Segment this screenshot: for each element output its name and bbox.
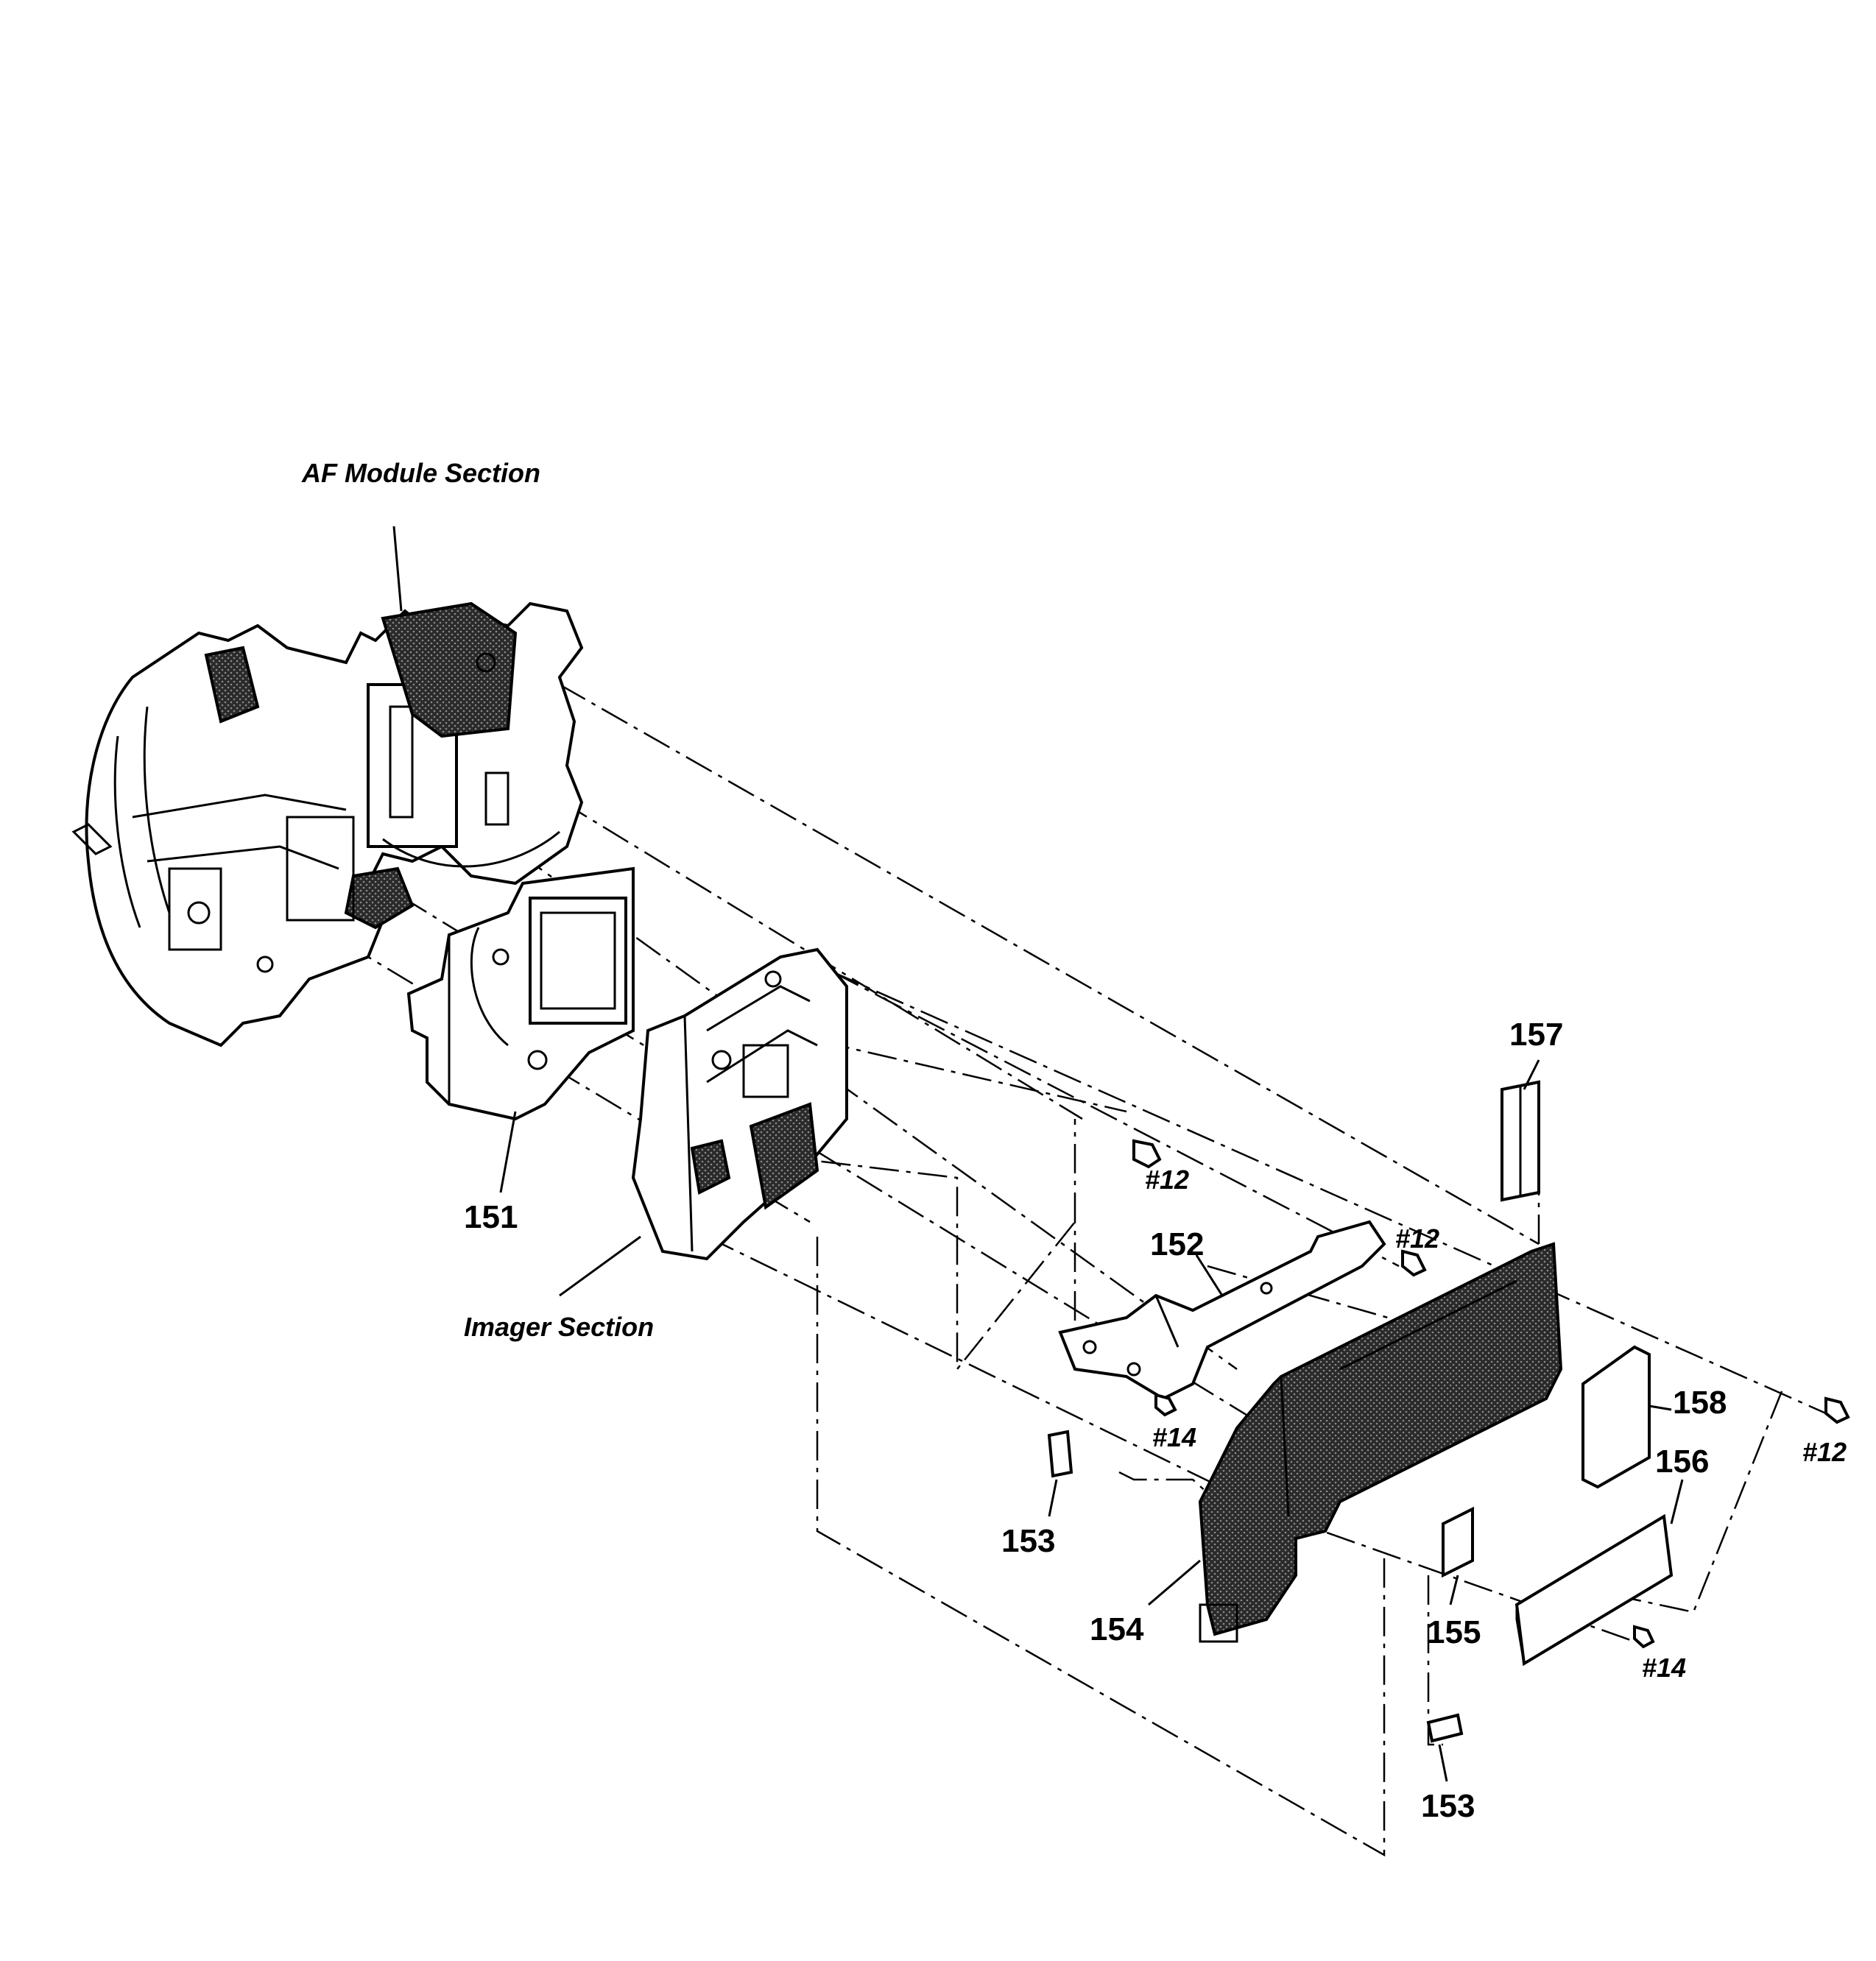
- part-157: [1501, 1080, 1540, 1202]
- callout-154: 154: [1090, 1611, 1144, 1647]
- screw-icon: [1824, 1396, 1850, 1424]
- part-153-b: [1426, 1713, 1464, 1743]
- callout-156: 156: [1655, 1444, 1709, 1480]
- part-155: [1442, 1506, 1474, 1578]
- shutter-unit-151: [406, 866, 635, 1121]
- part-158: [1581, 1345, 1651, 1489]
- callout-158: 158: [1673, 1385, 1727, 1421]
- callout-153-b: 153: [1421, 1788, 1475, 1824]
- part-156: [1514, 1513, 1674, 1667]
- callout-157: 157: [1509, 1017, 1563, 1053]
- screw-label-14-b: #14: [1642, 1653, 1686, 1683]
- callout-151: 151: [464, 1199, 518, 1235]
- screw-label-12-a: #12: [1145, 1165, 1189, 1195]
- camera-body-af-module: [71, 601, 584, 1047]
- imager-section-label: Imager Section: [464, 1312, 654, 1342]
- callout-155: 155: [1427, 1614, 1481, 1650]
- screw-label-12-b: #12: [1395, 1223, 1439, 1254]
- screw-icon: [1401, 1249, 1427, 1277]
- screw-label-14-a: #14: [1152, 1422, 1196, 1452]
- screw-icon: [1132, 1139, 1162, 1169]
- imager-section-frame: [631, 947, 848, 1261]
- main-board-154: [1198, 1242, 1563, 1643]
- callout-152: 152: [1150, 1226, 1204, 1262]
- callout-153-a: 153: [1001, 1523, 1055, 1559]
- part-153-a: [1047, 1430, 1073, 1478]
- af-module-section-label: AF Module Section: [301, 458, 540, 488]
- screw-icon: [1633, 1625, 1655, 1649]
- screw-label-12-c: #12: [1802, 1437, 1847, 1467]
- leader-lines: [392, 526, 1684, 1782]
- screw-icon: [1154, 1393, 1177, 1417]
- bracket-152: [1058, 1220, 1386, 1401]
